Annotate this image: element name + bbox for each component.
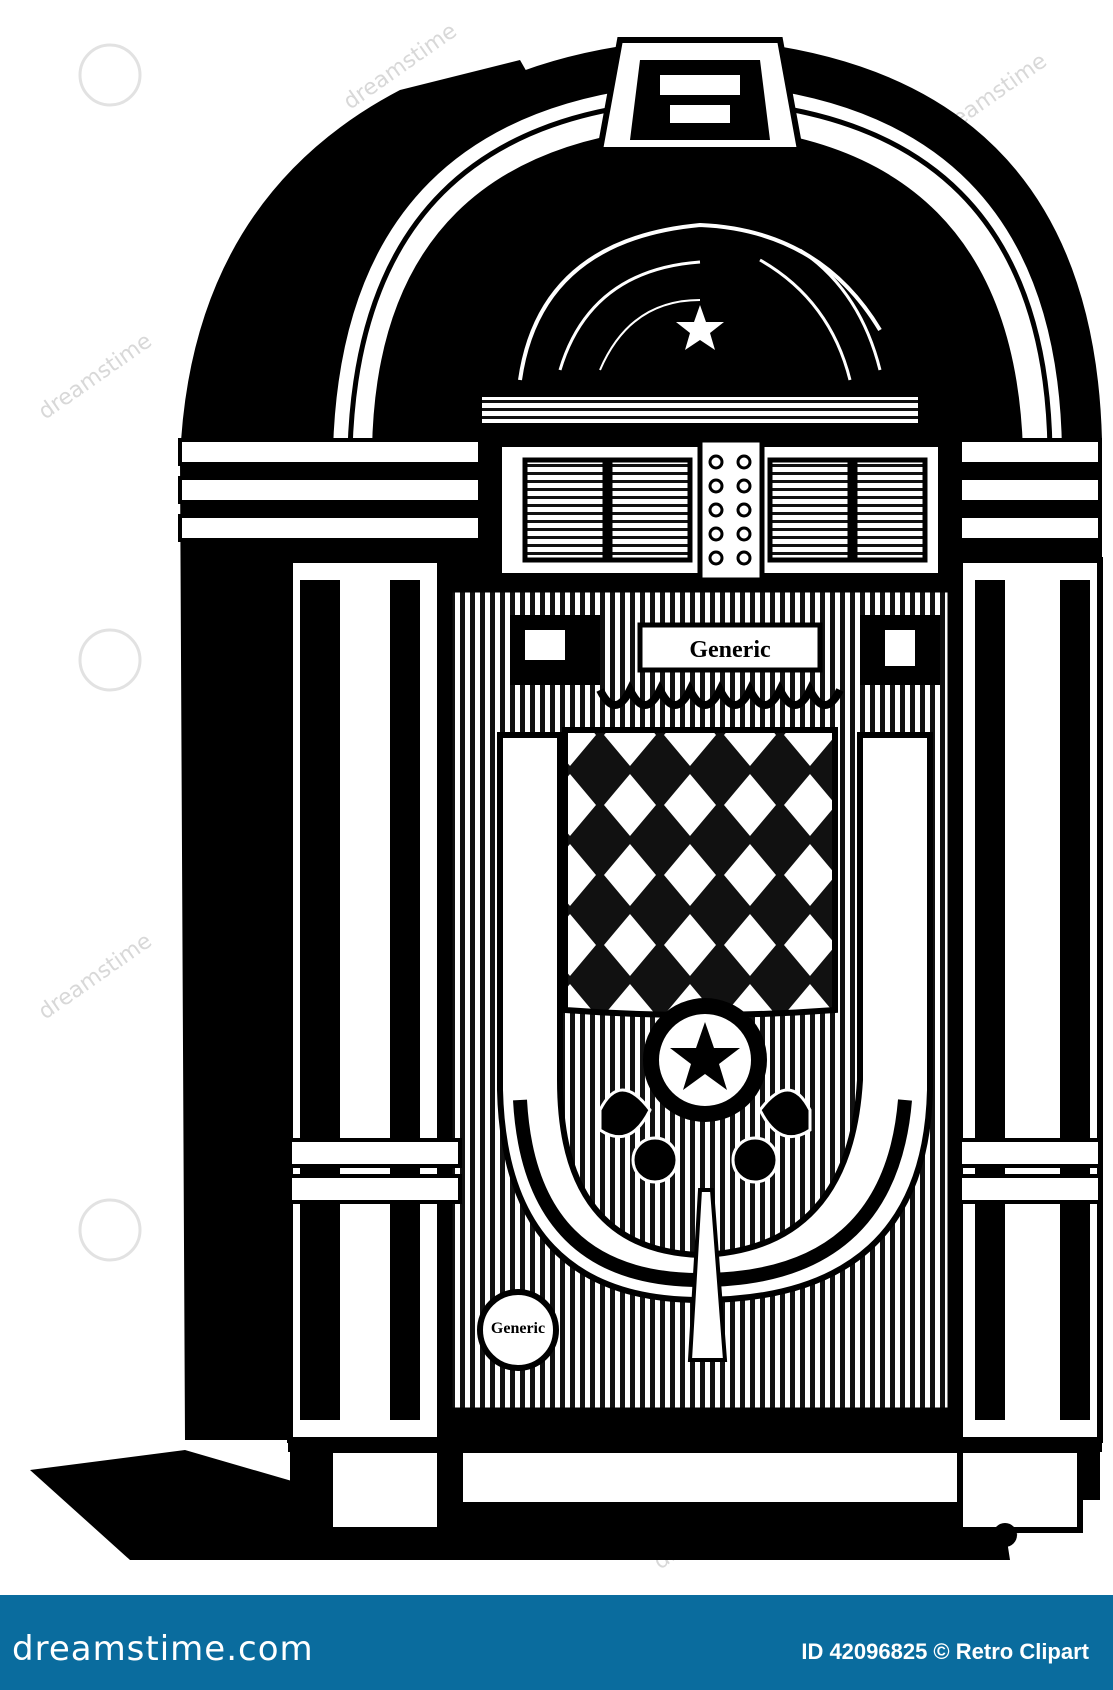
foot-right [993, 1523, 1017, 1547]
star-icon [676, 305, 724, 350]
cabinet-side [180, 60, 560, 1440]
badge-label: Generic [491, 1320, 545, 1337]
scallop-trim [596, 681, 844, 709]
window-sill [478, 393, 922, 427]
generic-badge [477, 1289, 559, 1371]
marquee-plate [637, 622, 823, 673]
star-icon [670, 1022, 740, 1090]
grille-surround [497, 732, 933, 1304]
side-bars-right [938, 438, 1102, 542]
selector-buttons [697, 437, 765, 583]
jukebox-illustration: dreamstime dreamstime dreamstime dreamst… [30, 19, 1103, 1575]
medallion [598, 998, 812, 1362]
selection-cards [522, 457, 928, 563]
footer-credit: ID 42096825 © Retro Clipart [801, 1639, 1089, 1664]
base-front [457, 1447, 963, 1508]
lower-band [440, 1410, 960, 1440]
footer-brand[interactable]: dreamstime.com [12, 1629, 314, 1669]
record-window [485, 165, 915, 400]
side-bars-left [178, 438, 482, 542]
foot-left [333, 1536, 357, 1560]
watermark-text: dreamstime [34, 329, 157, 425]
watermark-text: dreamstime [34, 929, 157, 1025]
speaker-grille [565, 730, 835, 1015]
footer-bar: dreamstime.com ID 42096825 © Retro Clipa… [0, 1595, 1113, 1690]
marquee-label: Generic [689, 637, 771, 663]
